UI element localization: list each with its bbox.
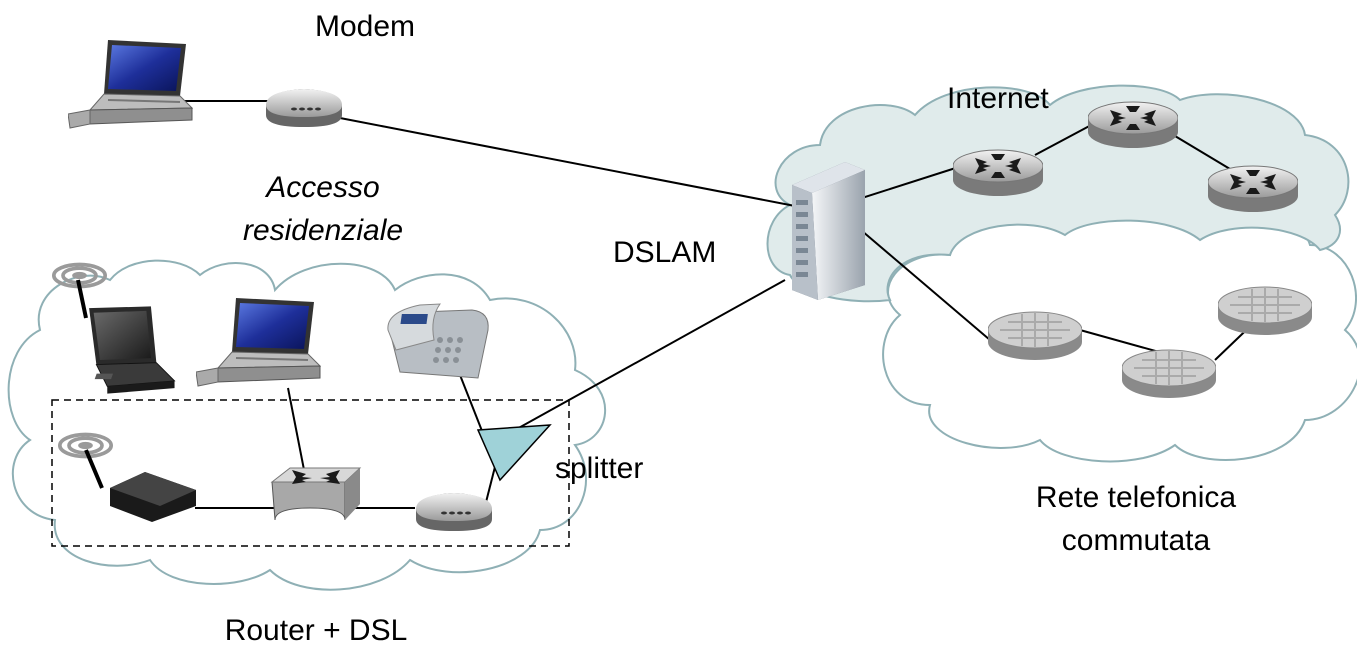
network-links — [185, 100, 1263, 511]
router-dsl-box — [51, 399, 570, 547]
modem-icon — [416, 493, 492, 531]
router-icon — [1208, 165, 1298, 213]
router-icon — [1088, 101, 1178, 149]
phone-network-label-line1: Rete telefonica — [1036, 481, 1236, 514]
pstn-switch-icon — [1122, 349, 1216, 399]
modem-icon — [266, 89, 342, 127]
pstn-switch-icon — [1218, 286, 1312, 336]
phone-network-label-line2: commutata — [1062, 524, 1211, 557]
access-label-line1: Accesso — [264, 171, 379, 204]
splitter-icon — [476, 424, 552, 482]
dslam-label: DSLAM — [613, 236, 716, 269]
internet-cloud — [766, 84, 1350, 303]
wireless-router-icon — [110, 472, 196, 522]
laptop-icon — [68, 39, 193, 129]
modem-label: Modem — [315, 10, 415, 43]
pstn-switch-icon — [988, 311, 1082, 361]
access-label-line2: residenziale — [243, 214, 403, 247]
switch-icon — [270, 467, 362, 521]
internet-label: Internet — [947, 82, 1049, 115]
telephone-icon — [387, 303, 489, 379]
router-dsl-label: Router + DSL — [225, 614, 408, 645]
router-icon — [953, 149, 1043, 197]
dslam-icon — [792, 162, 865, 300]
splitter-label: splitter — [555, 452, 643, 485]
